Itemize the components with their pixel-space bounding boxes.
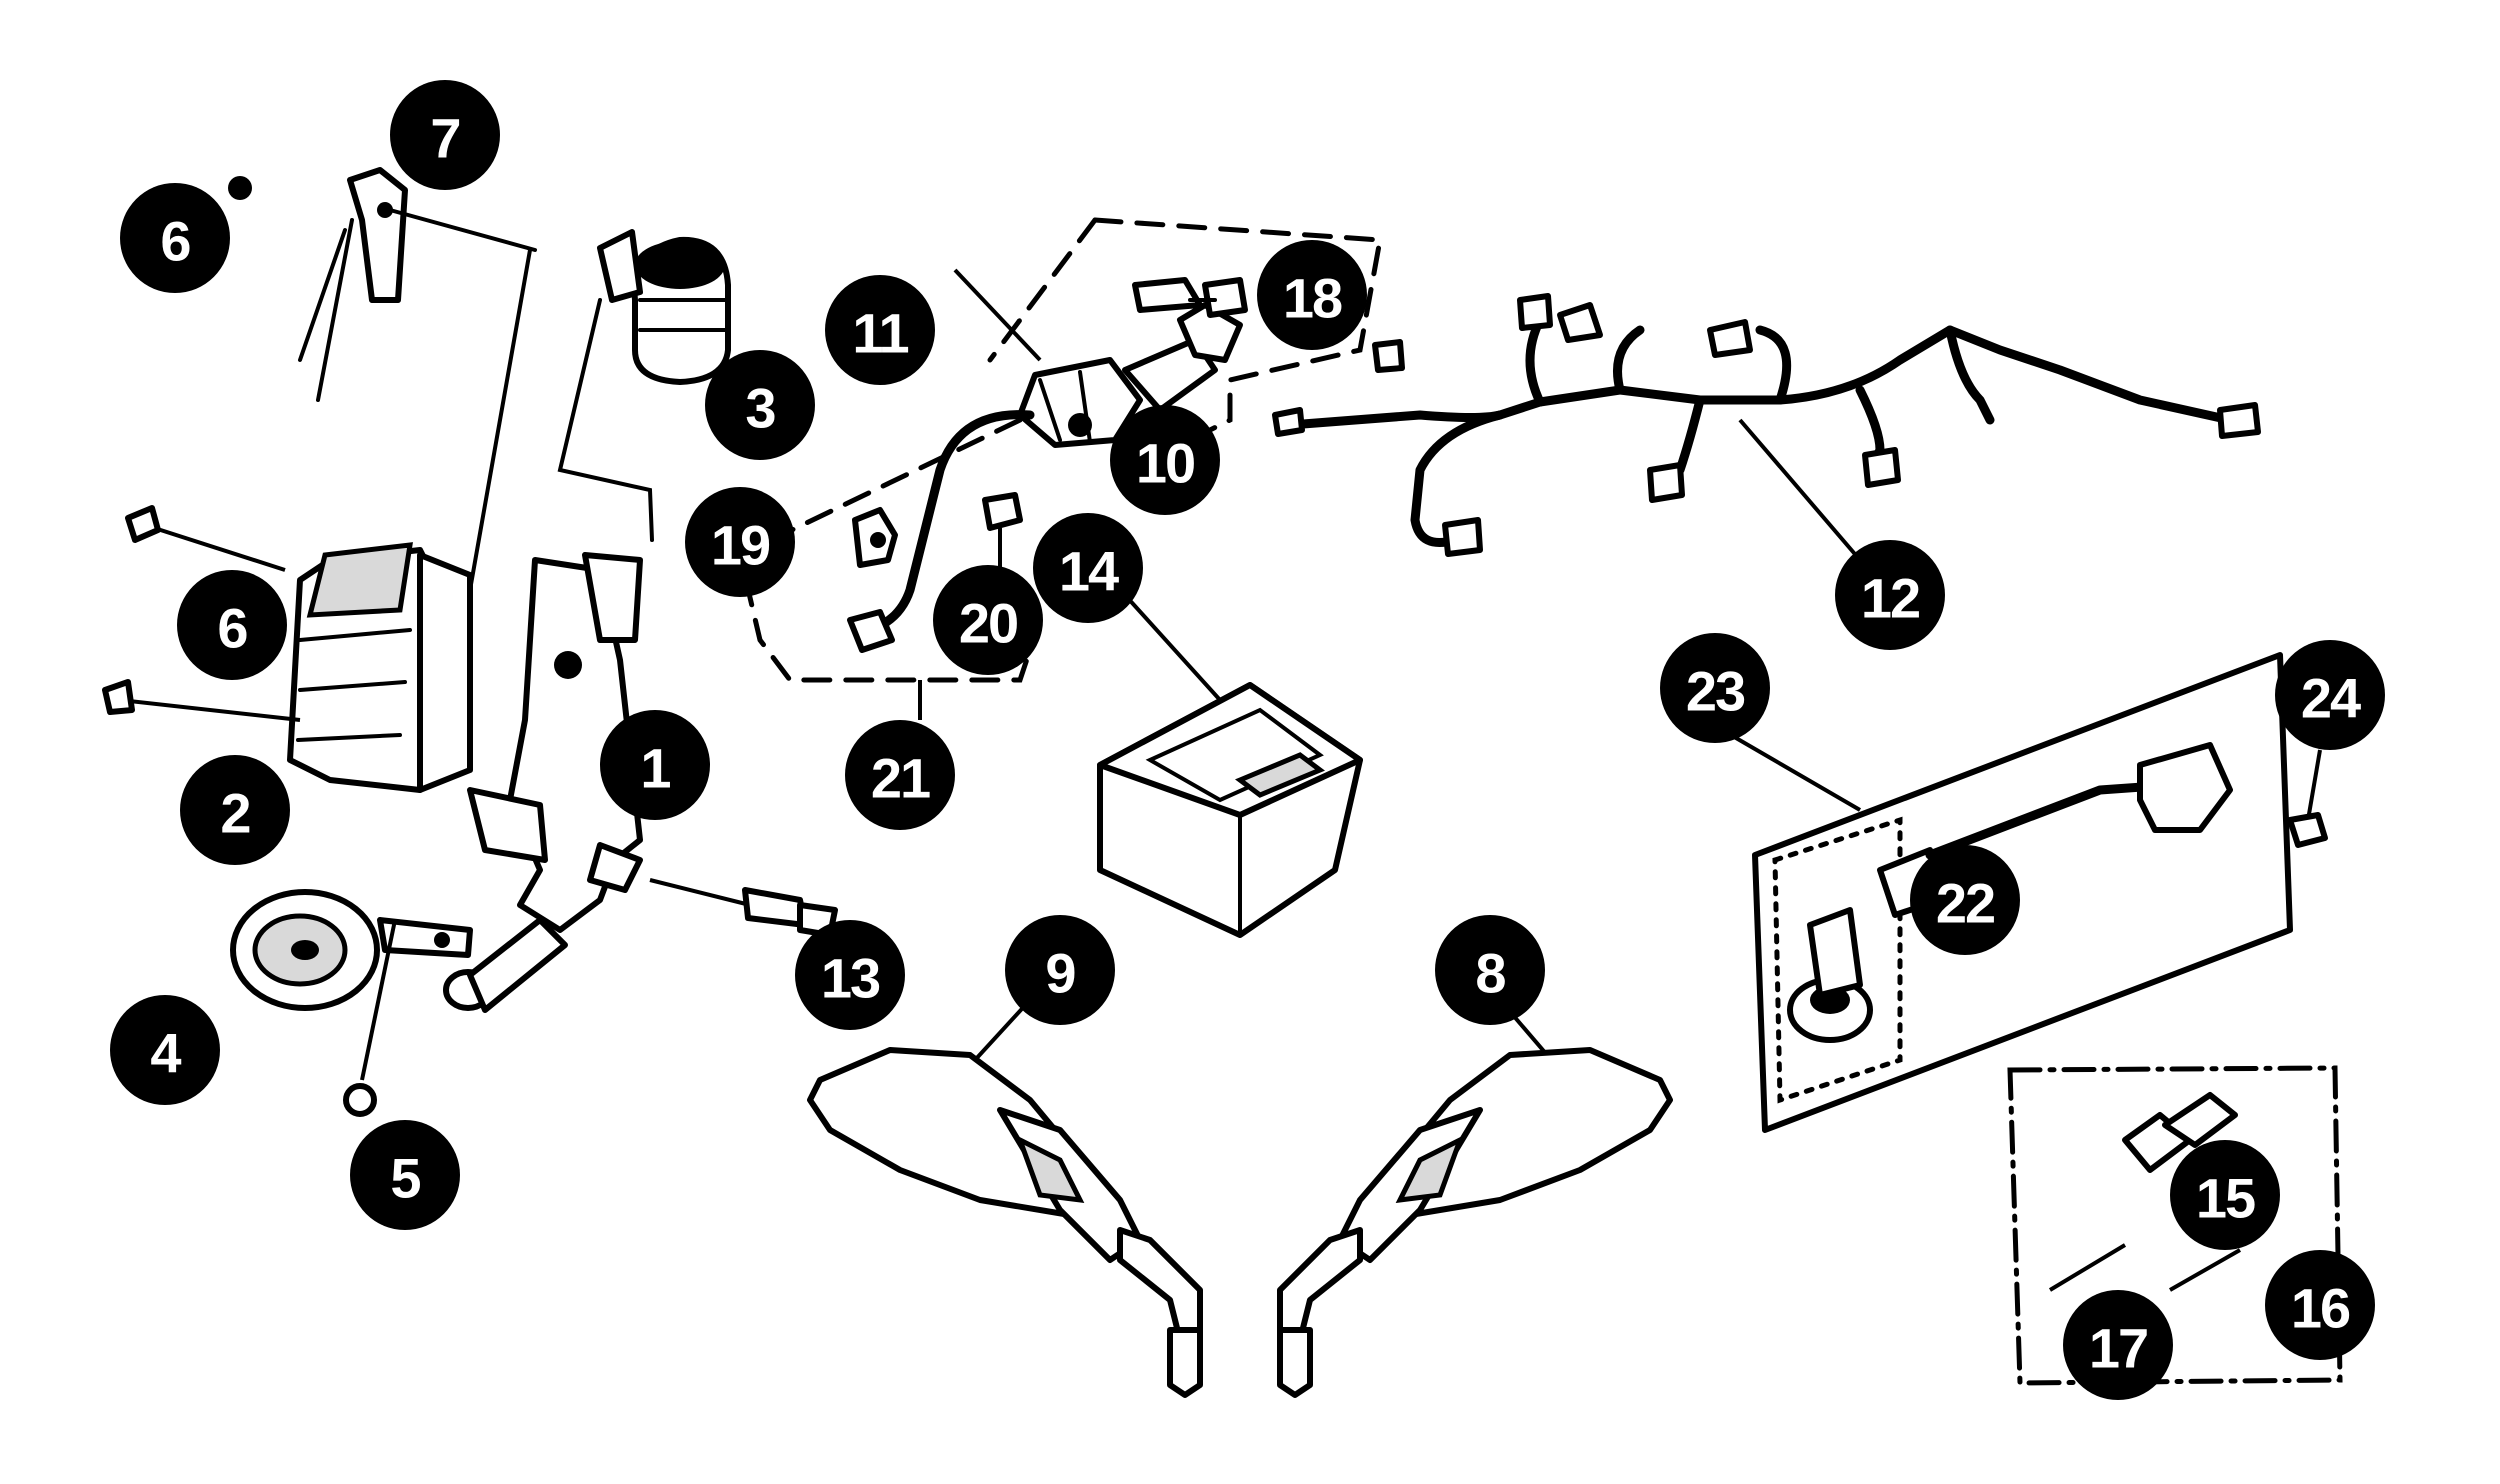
bulb-part-19 (852, 507, 898, 568)
callout-22-label: 22 (1936, 872, 1994, 935)
callout-6-upper: 6 (120, 183, 230, 293)
callout-7: 7 (390, 80, 500, 190)
reservoir-part-3 (597, 229, 731, 385)
callout-19: 19 (685, 487, 795, 597)
switch-part-13 (649, 878, 838, 938)
callout-1-label: 1 (640, 737, 670, 800)
callout-24-label: 24 (2301, 667, 2361, 730)
horn-part-4 (230, 889, 473, 1117)
lever-part-7 (228, 167, 408, 402)
tail-light-part-22 (1703, 652, 2293, 1133)
callout-21: 21 (845, 720, 955, 830)
callout-8: 8 (1435, 915, 1545, 1025)
mirror-right-part-8 (1277, 998, 1673, 1398)
callout-7-label: 7 (430, 107, 459, 170)
callout-23-label: 23 (1686, 660, 1745, 723)
callout-21-label: 21 (871, 747, 930, 810)
callout-17-label: 17 (2089, 1317, 2147, 1380)
callout-13: 13 (795, 920, 905, 1030)
callout-24: 24 (2275, 640, 2385, 750)
callout-6-lower: 6 (177, 570, 287, 680)
callout-17: 17 (2063, 1290, 2173, 1400)
callout-6-upper-label: 6 (160, 210, 190, 273)
callout-6-lower-label: 6 (217, 597, 247, 660)
battery-part-14 (1097, 593, 1363, 938)
fuse-box-parts (2007, 1065, 2343, 1386)
callout-9: 9 (1005, 915, 1115, 1025)
connector-part-18 (1132, 277, 1248, 318)
callout-20: 20 (933, 565, 1043, 675)
callout-5-label: 5 (390, 1147, 420, 1210)
callout-5: 5 (350, 1120, 460, 1230)
callout-13-label: 13 (821, 947, 880, 1010)
callout-11-label: 11 (852, 302, 908, 365)
callout-8-label: 8 (1475, 942, 1505, 1005)
callout-19-label: 19 (711, 514, 770, 577)
callout-10: 10 (1110, 405, 1220, 515)
callout-23: 23 (1660, 633, 1770, 743)
callout-22: 22 (1910, 845, 2020, 955)
callout-11: 11 (825, 275, 935, 385)
callout-12: 12 (1835, 540, 1945, 650)
callout-18: 18 (1257, 240, 1367, 350)
callout-2: 2 (180, 755, 290, 865)
cable-part-11 (847, 268, 1042, 653)
bracket-part-1 (388, 208, 654, 1013)
callout-14: 14 (1033, 513, 1143, 623)
callout-15: 15 (2170, 1140, 2280, 1250)
callout-3-label: 3 (745, 377, 775, 440)
wiring-harness-part-12 (1272, 293, 2261, 562)
callout-15-label: 15 (2196, 1167, 2255, 1230)
callout-12-label: 12 (1861, 567, 1919, 630)
bolt-part-24 (2287, 749, 2328, 848)
callout-16: 16 (2265, 1250, 2375, 1360)
callout-14-label: 14 (1059, 540, 1119, 603)
callout-16-label: 16 (2291, 1277, 2350, 1340)
callout-4-label: 4 (150, 1022, 181, 1085)
callout-20-label: 20 (959, 592, 1017, 655)
callout-9-label: 9 (1045, 942, 1075, 1005)
callout-18-label: 18 (1283, 267, 1342, 330)
callout-3: 3 (705, 350, 815, 460)
callout-10-label: 10 (1136, 432, 1194, 495)
callout-4: 4 (110, 995, 220, 1105)
headlight-part-6 (102, 505, 473, 793)
callout-1: 1 (600, 710, 710, 820)
mirror-left-part-9 (807, 998, 1203, 1398)
callout-2-label: 2 (220, 782, 249, 845)
